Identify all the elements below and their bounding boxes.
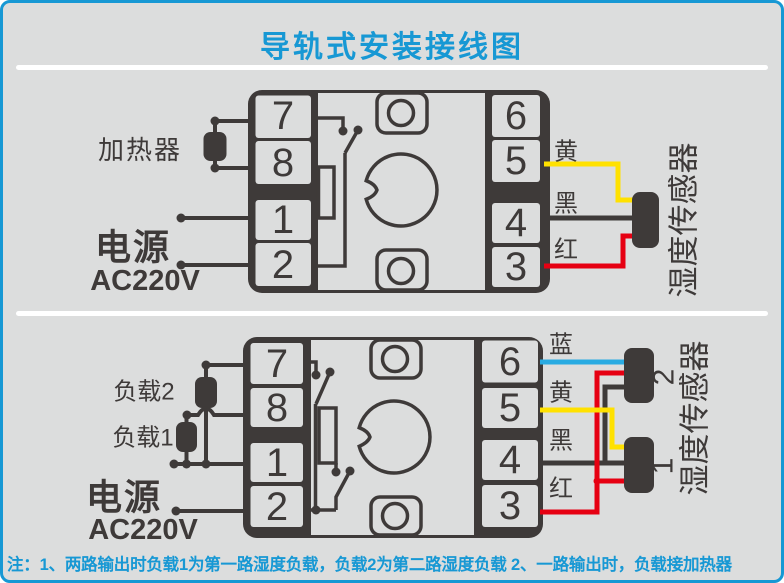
terminal-7-label: 7 <box>272 94 294 138</box>
blue-wire-label: 蓝 <box>549 332 573 359</box>
yellow-wire-label: 黄 <box>549 380 573 407</box>
humidity-sensor-2 <box>624 348 654 403</box>
red-wire <box>540 370 625 515</box>
terminal-8-label: 8 <box>272 141 294 185</box>
bottom-wiring-diagram: 7 8 1 2 6 5 4 3 负载2 负载1 电源 AC220V <box>86 332 713 547</box>
heater-circuit <box>203 116 255 173</box>
terminal-2-label: 2 <box>272 243 294 287</box>
power-label: 电源 <box>86 477 162 518</box>
load1-label: 负载1 <box>112 425 173 452</box>
sensor-2-number: 2 <box>648 369 681 386</box>
divider-line-top <box>16 65 768 70</box>
yellow-wire <box>540 407 625 450</box>
power-wires <box>176 213 255 270</box>
terminal-3-label: 3 <box>499 484 521 528</box>
black-wire <box>540 384 625 466</box>
terminal-1-label: 1 <box>272 198 294 242</box>
power-voltage-label: AC220V <box>88 514 198 546</box>
heater-label: 加热器 <box>98 135 182 165</box>
internal-relay-symbol <box>312 116 363 268</box>
black-wire-label: 黑 <box>549 428 573 455</box>
red-wire-label: 红 <box>554 237 578 264</box>
mounting-hole-bottom <box>369 495 423 537</box>
center-knob <box>364 152 439 228</box>
terminal-7-label: 7 <box>266 342 288 386</box>
divider-line-middle <box>16 311 768 316</box>
sensor-wires <box>544 161 633 269</box>
humidity-sensor-label: 湿度传感器 <box>678 341 713 496</box>
terminal-6-label: 6 <box>505 94 527 138</box>
load2-resistor <box>195 377 217 408</box>
terminal-2-label: 2 <box>266 485 288 529</box>
humidity-sensor-label: 湿度传感器 <box>667 143 702 298</box>
sensor-wires <box>540 359 625 515</box>
terminal-4-label: 4 <box>505 201 527 245</box>
humidity-sensor-1 <box>624 437 654 493</box>
terminal-6-label: 6 <box>499 340 521 384</box>
load2-label: 负载2 <box>113 379 174 406</box>
power-voltage-label: AC220V <box>90 265 200 297</box>
footnote: 注：1、两路输出时负载1为第一路湿度负载，负载2为第二路湿度负载 2、一路输出时… <box>7 556 732 574</box>
sensor-1-number: 1 <box>647 458 680 475</box>
center-knob <box>357 399 432 475</box>
terminal-5-label: 5 <box>499 386 521 430</box>
page-title: 导轨式安装接线图 <box>260 31 524 64</box>
mounting-hole-bottom <box>375 248 429 292</box>
terminal-1-label: 1 <box>266 441 288 485</box>
mounting-hole-top <box>369 338 423 380</box>
mounting-hole-top <box>375 91 429 135</box>
red-wire <box>544 233 633 269</box>
controller-body <box>243 337 543 538</box>
heater-resistor <box>203 132 227 161</box>
black-wire-label: 黑 <box>554 191 578 218</box>
yellow-wire <box>544 161 633 203</box>
power-label: 电源 <box>95 227 171 268</box>
internal-relay-symbols <box>307 360 355 515</box>
controller-body <box>248 90 550 293</box>
terminal-8-label: 8 <box>266 386 288 430</box>
terminal-5-label: 5 <box>505 139 527 183</box>
humidity-sensor <box>632 192 659 248</box>
load-circuits <box>169 360 250 516</box>
yellow-wire-label: 黄 <box>554 139 578 166</box>
terminal-4-label: 4 <box>499 438 521 482</box>
top-wiring-diagram: 7 8 1 2 6 5 4 3 加热器 电源 AC220V 黄 <box>90 90 702 298</box>
load1-resistor <box>176 422 197 452</box>
red-wire-label: 红 <box>549 476 573 503</box>
terminal-3-label: 3 <box>505 245 527 289</box>
